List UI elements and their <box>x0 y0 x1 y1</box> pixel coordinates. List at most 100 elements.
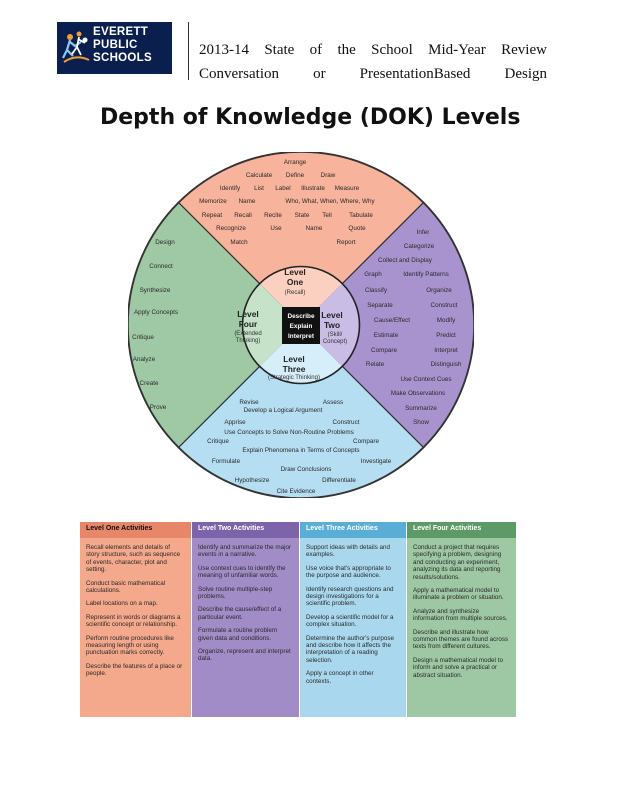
level-one-verb: Tabulate <box>349 212 373 219</box>
level-two-verb: Construct <box>431 302 458 309</box>
activity-item: Label locations on a map. <box>86 600 158 608</box>
logo-line-2: PUBLIC <box>93 39 138 51</box>
level-two-sublabel: Concept) <box>323 339 347 345</box>
dok-wheel: Describe Explain Interpret Level One Lev… <box>128 152 474 498</box>
level-one-verb: Recognize <box>216 225 246 232</box>
level-one-verb: Match <box>230 239 248 246</box>
column-header: Level Four Activities <box>407 522 516 538</box>
logo-line-3: SCHOOLS <box>93 52 152 64</box>
header-word: State <box>264 42 295 58</box>
level-two-verb: Show <box>413 419 429 426</box>
level-one-verb: Memorize <box>199 198 227 205</box>
level-one-verb: State <box>295 212 310 219</box>
activity-item: Organize, represent and interpret data. <box>198 648 291 663</box>
level-four-label: Level <box>237 309 258 319</box>
activity-item: Describe and illustrate how common theme… <box>413 628 509 651</box>
level-four-verb: Design <box>155 239 175 246</box>
level-three-verb: Differentiate <box>322 477 356 484</box>
level-one-verb: Draw <box>321 172 336 179</box>
activity-item: Describe the cause/effect of a particula… <box>198 606 282 621</box>
activity-item: Apply a mathematical model to illuminate… <box>413 587 504 602</box>
activity-item: Develop a scientific model for a complex… <box>306 613 394 629</box>
district-logo: EVERETT PUBLIC SCHOOLS <box>57 22 172 74</box>
level-three-verb: Critique <box>207 438 229 445</box>
activity-item: Conduct a project that requires specifyi… <box>413 544 502 581</box>
header-word: the <box>337 42 356 58</box>
level-two-verb: Use Context Cues <box>400 376 451 383</box>
level-two-verb: Collect and Display <box>378 257 433 264</box>
level-one-activities-column: Level One Activities Recall elements and… <box>80 522 192 717</box>
page-title: Depth of Knowledge (DOK) Levels <box>100 105 521 130</box>
level-three-verb: Apprise <box>224 419 246 426</box>
activity-item: Solve routine multiple-step problems. <box>198 585 273 601</box>
logo-line-1: EVERETT <box>93 26 149 38</box>
center-label: Describe <box>288 313 315 320</box>
level-two-verb: Cause/Effect <box>374 317 410 324</box>
activity-item: Analyze and synthesize information from … <box>413 607 508 623</box>
level-one-verb: Calculate <box>246 172 273 179</box>
level-one-verb: Arrange <box>284 159 307 166</box>
header-word: PresentationBased <box>359 66 471 82</box>
activity-item: Apply a concept in other contexts. <box>306 670 374 685</box>
activity-item: Use context cues to identify the meaning… <box>198 564 286 580</box>
level-one-verb: List <box>254 185 264 192</box>
header-word: Design <box>504 66 548 82</box>
level-one-sublabel: (Recall) <box>285 290 306 296</box>
level-two-verb: Summarize <box>405 405 437 412</box>
level-one-verb: Quote <box>348 225 366 232</box>
level-three-verb: Investigate <box>361 458 392 465</box>
activity-item: Recall elements and details of story str… <box>86 544 181 574</box>
level-two-verb: Categorize <box>404 243 435 250</box>
level-four-verb: Synthesize <box>140 287 171 294</box>
activity-item: Design a mathematical model to inform an… <box>413 656 503 679</box>
level-two-verb: Interpret <box>434 347 458 354</box>
level-two-sublabel: (Skill/ <box>328 332 343 338</box>
level-four-verb: Prove <box>150 404 167 411</box>
level-one-label: One <box>287 277 304 287</box>
activity-item: Formulate a routine problem given data a… <box>198 627 278 642</box>
activity-item: Support ideas with details and examples. <box>306 544 391 559</box>
level-three-verb: Develop a Logical Argument <box>244 407 323 414</box>
level-one-verb: Identify <box>220 185 241 192</box>
header-word: Mid-Year <box>428 42 486 58</box>
level-two-verb: Estimate <box>374 332 399 339</box>
header-line-1: 2013-14 State of the School Mid-Year Rev… <box>199 38 547 62</box>
header-line-2: Conversation or PresentationBased Design <box>199 62 547 86</box>
level-four-verb: Connect <box>149 263 173 270</box>
level-four-label: Four <box>239 319 258 329</box>
level-two-verb: Make Observations <box>391 390 445 397</box>
activity-item: Represent in words or diagrams a scienti… <box>86 613 181 629</box>
level-three-verb: Cite Evidence <box>277 488 316 495</box>
runner-figures-icon <box>62 31 90 63</box>
level-one-verb: Recall <box>234 212 252 219</box>
level-one-verb: Recite <box>264 212 282 219</box>
level-one-verb: Measure <box>335 185 360 192</box>
level-four-verb: Apply Concepts <box>134 309 178 316</box>
level-four-sublabel: Thinking) <box>236 338 261 344</box>
center-label: Interpret <box>288 333 315 340</box>
column-header: Level One Activities <box>80 522 191 538</box>
level-two-verb: Identify Patterns <box>403 271 449 278</box>
level-two-label: Level <box>321 310 342 320</box>
level-three-verb: Compare <box>353 438 379 445</box>
level-two-verb: Compare <box>371 347 397 354</box>
level-four-verb: Create <box>140 380 159 387</box>
level-three-verb: Revise <box>239 399 259 406</box>
level-four-sublabel: (Extended <box>234 331 261 337</box>
header-word: or <box>313 66 326 82</box>
level-one-label: Level <box>284 267 305 277</box>
level-four-activities-column: Level Four Activities Conduct a project … <box>407 522 516 717</box>
level-two-verb: Relate <box>366 361 385 368</box>
inner-ring <box>241 265 361 385</box>
level-three-verb: Formulate <box>212 458 241 465</box>
level-two-label: Two <box>324 320 340 330</box>
activity-item: Determine the author's purpose and descr… <box>306 634 395 664</box>
level-three-verb: Hypothesize <box>235 477 270 484</box>
level-three-activities-column: Level Three Activities Support ideas wit… <box>300 522 407 717</box>
activity-item: Use voice that's appropriate to the purp… <box>306 564 391 580</box>
center-label: Explain <box>290 323 313 330</box>
level-three-verb: Draw Conclusions <box>281 466 332 473</box>
level-three-sublabel: (Strategic Thinking) <box>268 375 320 381</box>
level-three-verb: Use Concepts to Solve Non-Routine Proble… <box>224 429 354 436</box>
level-four-verb: Critique <box>132 334 154 341</box>
